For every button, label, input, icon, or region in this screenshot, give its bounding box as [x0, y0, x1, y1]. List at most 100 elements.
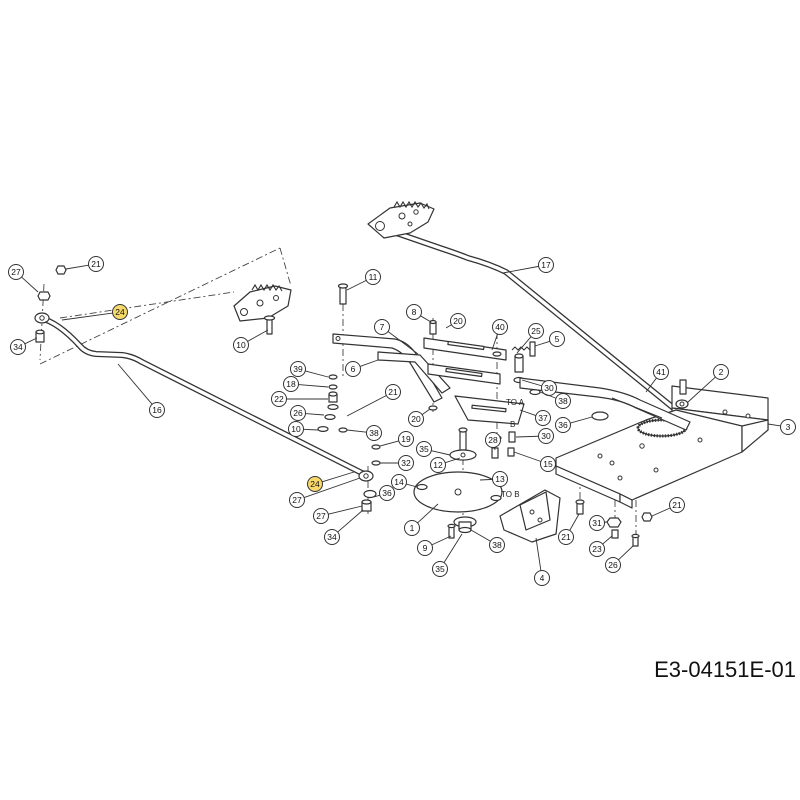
callout-leader-line — [61, 312, 113, 321]
callout-circle — [432, 561, 448, 577]
callout: 20 — [408, 408, 431, 427]
steering-lever-plates — [332, 319, 525, 443]
callout-label: 2 — [719, 367, 724, 377]
callout-label: 30 — [544, 383, 554, 393]
callout-circle-highlighted — [112, 304, 128, 320]
callout-circle — [374, 319, 390, 335]
callout-leader-line — [767, 423, 781, 427]
callout-circle — [540, 456, 556, 472]
callout-circle — [528, 323, 544, 339]
callout: 3 — [767, 419, 796, 435]
callout-leader-line — [539, 391, 557, 399]
callout: 24 — [61, 304, 128, 321]
callout-circle — [385, 384, 401, 400]
callout-label: 19 — [401, 434, 411, 444]
callout-label: 27 — [316, 511, 326, 521]
callout-label: 38 — [369, 428, 379, 438]
callout: 21 — [346, 384, 401, 417]
callout-circle — [406, 304, 422, 320]
callout: 5 — [534, 331, 565, 347]
callout-leader-line — [513, 451, 542, 462]
callout-circle — [589, 515, 605, 531]
callout-leader-line — [651, 507, 671, 517]
callout-circle — [10, 339, 26, 355]
callout: 39 — [290, 361, 329, 378]
callout-label: 31 — [592, 518, 602, 528]
callout-leader-line — [322, 471, 355, 483]
callout-label: 26 — [293, 408, 303, 418]
long-tie-rod — [37, 315, 367, 477]
callout-circle — [558, 529, 574, 545]
callout-leader-line — [298, 384, 329, 388]
callout-circle — [8, 264, 24, 280]
callout: 35 — [416, 441, 451, 457]
callout-label: 13 — [495, 474, 505, 484]
callout-label: 6 — [351, 364, 356, 374]
callout-circle — [283, 376, 299, 392]
callout: 40 — [491, 319, 508, 351]
callout: 4 — [534, 537, 550, 586]
callout-label: 34 — [13, 342, 23, 352]
callout: 31 — [589, 515, 608, 531]
callout-leader-line — [65, 264, 89, 270]
callout: 25 — [516, 323, 544, 354]
callout-label: 21 — [91, 259, 101, 269]
callout-label: 40 — [495, 322, 505, 332]
callout-circle — [365, 269, 381, 285]
callout-circle — [290, 405, 306, 421]
upper-steering-rod — [379, 225, 679, 413]
callout-label: 41 — [656, 367, 666, 377]
callout-circle — [398, 455, 414, 471]
callout: 27 — [8, 264, 39, 293]
callout-circle — [345, 361, 361, 377]
callout-label: 7 — [380, 322, 385, 332]
callout-label: 35 — [419, 444, 429, 454]
callout-circle — [538, 428, 554, 444]
callout: 8 — [406, 304, 432, 323]
frame-fasteners — [575, 499, 653, 547]
callout-leader-line — [420, 315, 432, 323]
drawing-code: E3-04151E-01 — [654, 657, 796, 682]
callout-circle — [489, 537, 505, 553]
top-sector-gear — [367, 200, 435, 239]
callout: 22 — [271, 391, 328, 407]
callout-label: 36 — [558, 420, 568, 430]
pivot-bolt-stack — [317, 283, 349, 433]
callout-circle — [713, 364, 729, 380]
callout: 34 — [324, 509, 364, 545]
callout: 11 — [346, 269, 381, 291]
callout-label: 14 — [394, 477, 404, 487]
frame-chassis — [555, 379, 769, 509]
callout-label: 21 — [388, 387, 398, 397]
callout-leader-line — [516, 336, 532, 354]
right-rod-end — [358, 470, 377, 512]
callout-leader-line — [535, 537, 542, 571]
callout-label: 10 — [291, 424, 301, 434]
callout-label: 15 — [543, 459, 553, 469]
callout-label: 5 — [555, 334, 560, 344]
callout-leader-line — [569, 513, 580, 531]
callout-label: 27 — [292, 495, 302, 505]
small-sector-gear — [233, 283, 292, 335]
callout-leader-line — [247, 329, 269, 342]
callout: 7 — [374, 319, 419, 355]
callout-leader-line — [21, 276, 39, 293]
callout-label: 25 — [531, 326, 541, 336]
callout-leader-line — [305, 370, 329, 378]
callout-leader-line — [406, 483, 418, 488]
callout-circle — [379, 485, 395, 501]
callout: 16 — [117, 363, 165, 418]
callout-leader-line — [502, 265, 539, 274]
callout-label: 1 — [410, 523, 415, 533]
callout: 26 — [290, 405, 325, 421]
callout-leader-line — [346, 395, 387, 417]
callout-leader-line — [387, 331, 419, 355]
callout-leader-line — [373, 494, 380, 498]
callout-leader-line — [24, 337, 38, 345]
callout: 34 — [10, 337, 38, 355]
callout-circle — [605, 557, 621, 573]
callout: 24 — [307, 471, 355, 492]
callout: 17 — [502, 257, 554, 274]
spring-assembly — [511, 341, 541, 396]
